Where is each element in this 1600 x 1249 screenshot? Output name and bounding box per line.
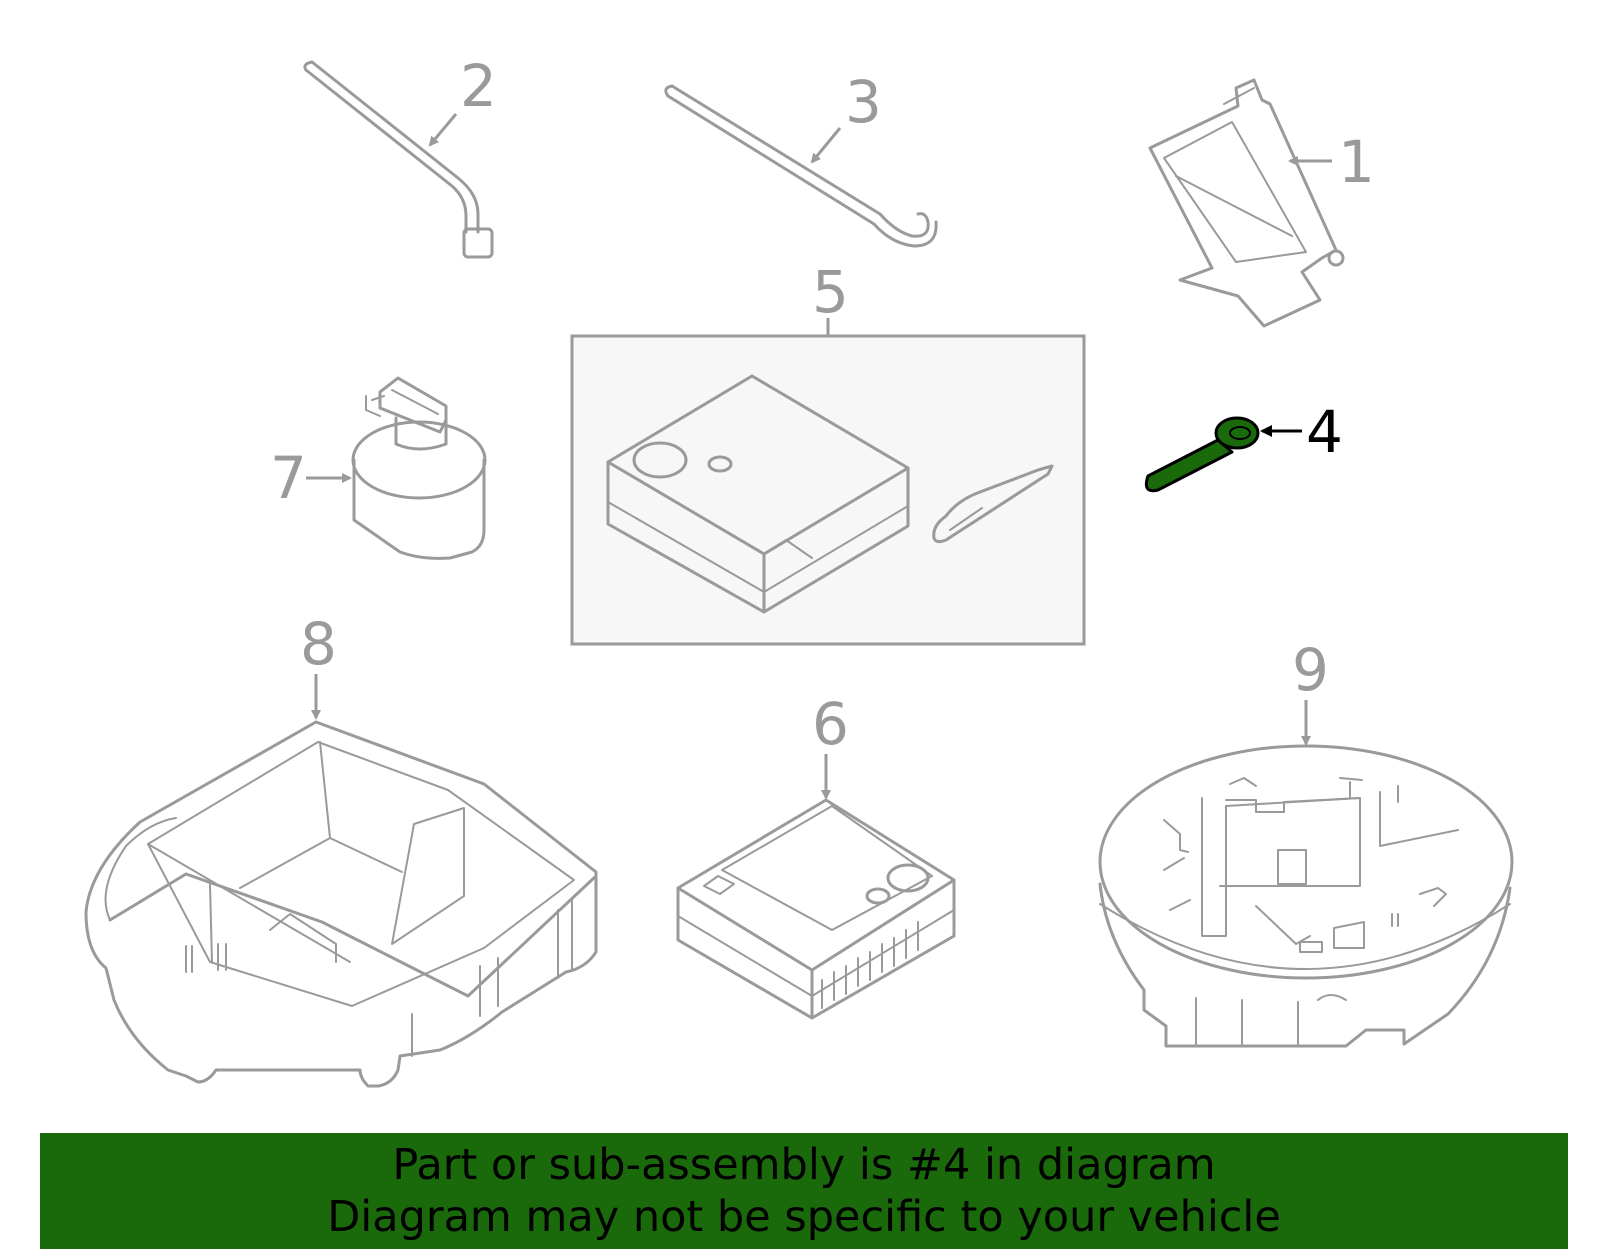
callout-3-arrow bbox=[810, 127, 842, 164]
part-9-spare-tire-tray bbox=[1098, 744, 1514, 1048]
callout-8: 8 bbox=[300, 610, 337, 678]
info-banner: Part or sub-assembly is #4 in diagram Di… bbox=[40, 1133, 1568, 1249]
part-8-storage-tray bbox=[84, 720, 598, 1088]
part-4-highlighted bbox=[1144, 416, 1260, 493]
part-3-jack-handle bbox=[664, 84, 938, 248]
part-6-compressor bbox=[676, 798, 956, 1020]
callout-3: 3 bbox=[845, 68, 882, 136]
part-1-scissor-jack bbox=[1148, 78, 1345, 328]
callout-2: 2 bbox=[460, 52, 497, 120]
banner-line-1: Part or sub-assembly is #4 in diagram bbox=[392, 1140, 1216, 1190]
callout-2-arrow bbox=[428, 113, 458, 147]
callout-9: 9 bbox=[1292, 636, 1329, 704]
callout-4: 4 bbox=[1306, 398, 1343, 466]
callout-1: 1 bbox=[1338, 128, 1375, 196]
callout-7: 7 bbox=[270, 444, 307, 512]
callout-5: 5 bbox=[812, 258, 849, 326]
part-7-canister bbox=[351, 376, 487, 560]
banner-line-2: Diagram may not be specific to your vehi… bbox=[327, 1192, 1281, 1242]
callout-6: 6 bbox=[812, 690, 849, 758]
part-5-repair-kit bbox=[570, 334, 1086, 646]
part-2-lug-wrench bbox=[303, 60, 494, 259]
